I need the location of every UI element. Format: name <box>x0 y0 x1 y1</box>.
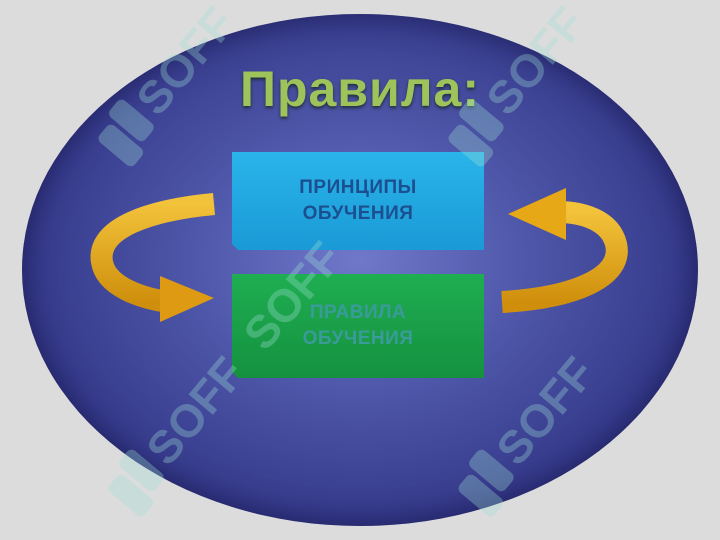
watermark-text: SOFF <box>126 0 245 125</box>
rules-box: ПРАВИЛА ОБУЧЕНИЯ <box>232 274 484 378</box>
left-curved-arrow-icon <box>90 193 216 322</box>
principles-box-line1: ПРИНЦИПЫ <box>299 177 417 198</box>
watermark-text: SOFF <box>233 232 352 359</box>
watermark-text: SOFF <box>136 347 255 474</box>
principles-box-line2: ОБУЧЕНИЯ <box>302 203 414 224</box>
background-oval <box>22 14 698 526</box>
watermark-text: SOFF <box>476 0 595 125</box>
watermark-text: SOFF <box>486 347 605 474</box>
watermark-mark: SOFF <box>108 347 255 517</box>
watermark-mark: SOFF <box>233 232 352 359</box>
principles-box: ПРИНЦИПЫ ОБУЧЕНИЯ <box>232 152 484 250</box>
slide-title: Правила: <box>240 61 480 117</box>
watermark-mark: SOFF <box>98 0 245 167</box>
watermark-mark: SOFF <box>448 0 595 167</box>
right-curved-arrow-icon <box>501 188 628 313</box>
rules-box-line1: ПРАВИЛА <box>309 302 407 323</box>
watermark-mark: SOFF <box>458 347 605 517</box>
rules-box-line2: ОБУЧЕНИЯ <box>302 328 414 349</box>
